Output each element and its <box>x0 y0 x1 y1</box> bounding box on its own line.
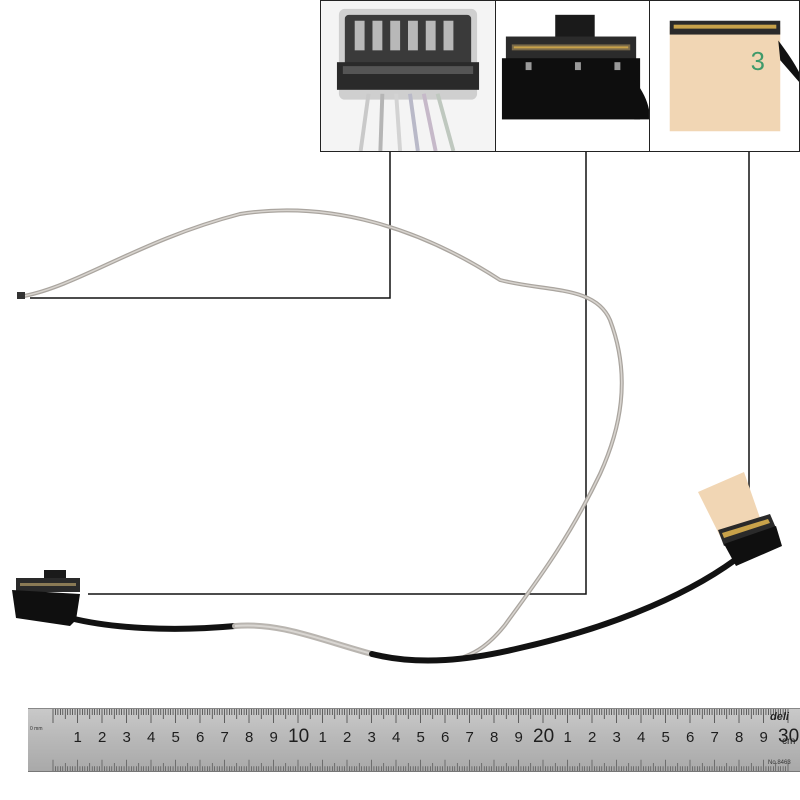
ruler-number: 3 <box>612 729 621 746</box>
ruler-number: 2 <box>588 729 597 746</box>
ruler-number: 5 <box>171 729 180 746</box>
lcd-connector-icon <box>496 1 649 151</box>
ruler-brand: deli <box>770 711 789 723</box>
tape-mark: 3 <box>751 48 765 76</box>
camera-cable <box>22 208 624 662</box>
ruler-number: 6 <box>441 729 450 746</box>
camera-connector-icon <box>321 1 495 151</box>
ruler-number: 10 <box>288 726 310 747</box>
ruler-number: 2 <box>343 729 352 746</box>
board-end-connector <box>698 472 782 566</box>
board-connector-icon: 3 <box>650 1 799 151</box>
ruler-number: 7 <box>220 729 229 746</box>
ruler-number: 9 <box>269 729 278 746</box>
ruler-number: 6 <box>196 729 205 746</box>
lcd-connector-inset <box>495 0 650 152</box>
ruler-number: 4 <box>147 729 156 746</box>
ruler-number: 2 <box>98 729 107 746</box>
ruler-number: 7 <box>710 729 719 746</box>
ruler-number: 8 <box>735 729 744 746</box>
board-connector-inset: 3 <box>649 0 800 152</box>
ruler-number: 9 <box>759 729 768 746</box>
ruler-number: 5 <box>661 729 670 746</box>
ruler-number: 8 <box>490 729 499 746</box>
camera-connector-inset <box>320 0 496 152</box>
ruler-number: 1 <box>318 729 327 746</box>
ruler-number: 3 <box>122 729 131 746</box>
main-cable-right <box>369 557 738 664</box>
ruler-number: 9 <box>514 729 523 746</box>
ruler-number: 6 <box>686 729 695 746</box>
ruler-unit: cm <box>782 736 796 747</box>
ruler-number: 4 <box>637 729 646 746</box>
ruler-number: 5 <box>416 729 425 746</box>
ruler-number: 4 <box>392 729 401 746</box>
ruler-number: 30 <box>778 726 800 747</box>
camera-tip <box>17 292 25 299</box>
leader-line-camera <box>30 152 391 299</box>
ruler-model: No.8463 <box>768 760 791 766</box>
ruler-ticks <box>52 709 789 771</box>
ruler-number: 1 <box>73 729 82 746</box>
main-cable-left <box>67 615 238 632</box>
main-cable-silver <box>232 622 375 657</box>
ruler-number: 1 <box>563 729 572 746</box>
ruler-number: 20 <box>533 726 555 747</box>
ruler-number: 8 <box>245 729 254 746</box>
lcd-end-connector <box>12 570 80 626</box>
ruler-number: 3 <box>367 729 376 746</box>
leader-line-lcd <box>88 152 587 595</box>
ruler-start-label: 0 mm <box>30 726 43 732</box>
ruler-number: 7 <box>465 729 474 746</box>
